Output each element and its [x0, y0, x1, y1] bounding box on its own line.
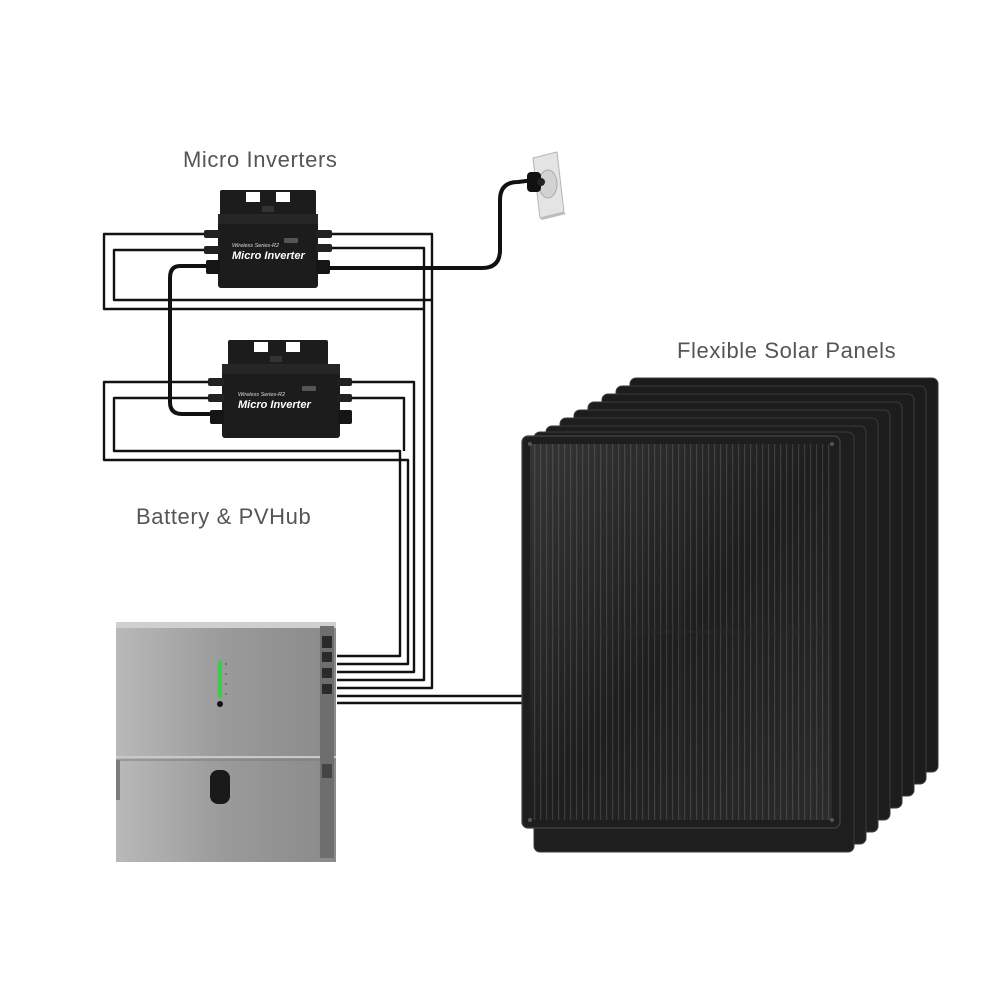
flexible-solar-panels-label: Flexible Solar Panels: [677, 338, 897, 363]
inverter2-dc-loop-inner: [112, 396, 402, 658]
micro-inverter-1: Wireless Series-R2 Micro Inverter: [204, 190, 332, 288]
flexible-solar-panels: [521, 377, 939, 853]
inverter2-name-text: Micro Inverter: [238, 399, 311, 411]
ac-link-cable: [168, 264, 220, 416]
inverter1-dc-loop-outer: [102, 232, 426, 682]
inverter2-dc-loop-outer: [102, 380, 410, 666]
micro-inverter-2: Wireless Series-R2 Micro Inverter: [208, 340, 352, 438]
battery-pvhub-unit: [116, 622, 336, 862]
battery-led-indicator: [218, 660, 222, 698]
battery-pvhub-label: Battery & PVHub: [136, 504, 312, 529]
inverter2-right-outer: [337, 380, 416, 674]
cables: [102, 232, 528, 705]
inverter1-right-inner: [317, 246, 426, 309]
inverter1-name-text: Micro Inverter: [232, 250, 305, 262]
inverter2-series-text: Wireless Series-R2: [238, 392, 285, 398]
solar-panel-front: [521, 435, 841, 829]
inverter1-series-text: Wireless Series-R2: [232, 243, 279, 249]
ac-cables: [168, 178, 536, 416]
inverter2-right-inner: [341, 396, 406, 451]
battery-module-logo: [210, 770, 230, 804]
micro-inverters-label: Micro Inverters: [183, 147, 338, 172]
inverter1-right-outer: [317, 232, 434, 300]
power-button-icon: [217, 701, 223, 707]
power-plug-icon: [527, 172, 545, 192]
inverter1-dc-loop-inner: [112, 248, 434, 690]
ac-outlet-cable: [328, 178, 536, 270]
wall-outlet-icon: [527, 151, 566, 220]
